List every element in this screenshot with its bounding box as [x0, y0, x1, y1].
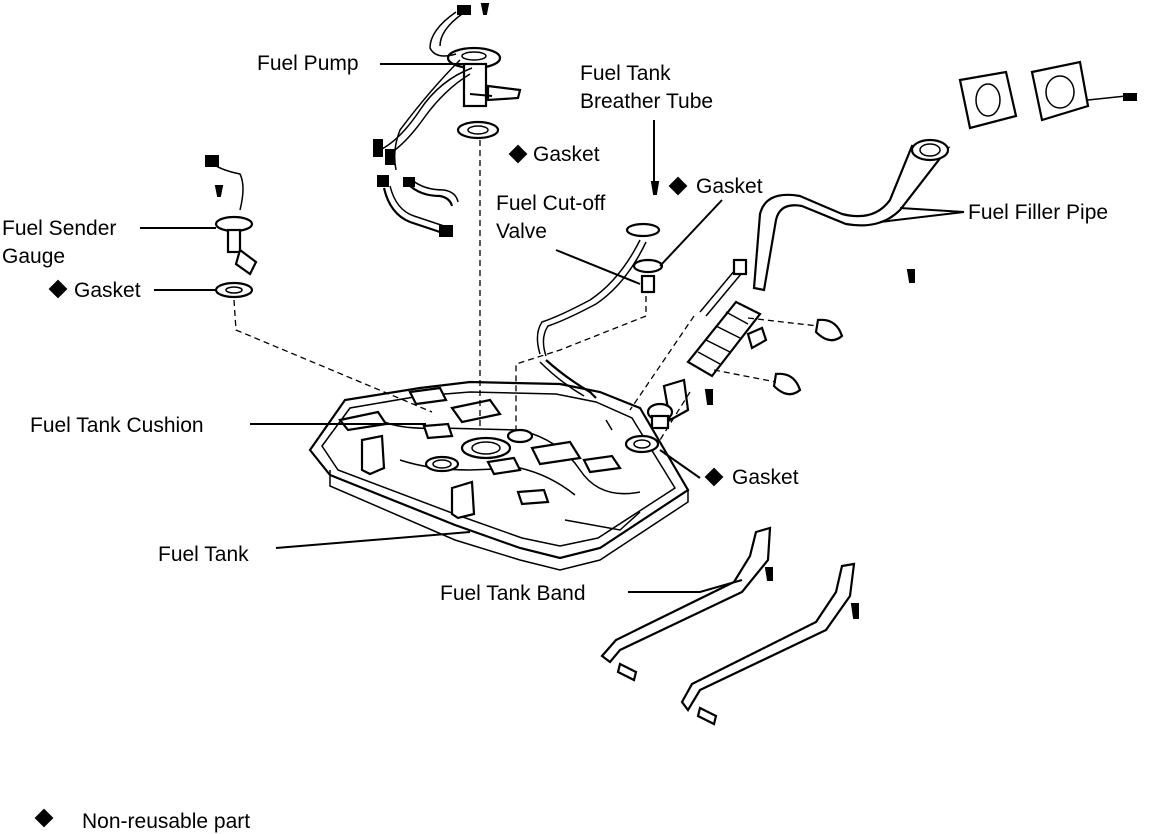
- fuel-cutoff-valve-part: [625, 181, 664, 294]
- diamond-icon: [668, 176, 688, 196]
- diamond-icon: [48, 279, 68, 299]
- label-gasket-filler: Gasket: [732, 466, 799, 489]
- diamond-icon: [508, 144, 528, 164]
- label-fuel-tank-breather-tube-1: Fuel Tank: [580, 62, 671, 85]
- filler-housing-part: [958, 60, 1137, 130]
- filler-bellows-part: [686, 300, 768, 378]
- fuel-tank-part: [308, 380, 690, 571]
- alignment-guides: [233, 140, 819, 441]
- label-fuel-cutoff-valve-2: Valve: [496, 220, 547, 243]
- diamond-icon: [704, 467, 724, 487]
- label-gasket-pump: Gasket: [533, 143, 600, 166]
- label-fuel-tank-band: Fuel Tank Band: [440, 582, 586, 605]
- label-gasket-sender: Gasket: [74, 279, 141, 302]
- label-fuel-sender-gauge-1: Fuel Sender: [2, 217, 116, 240]
- fuel-sender-gauge-part: [205, 155, 258, 276]
- label-fuel-tank-cushion: Fuel Tank Cushion: [30, 414, 204, 437]
- fuel-filler-pipe-part: [699, 138, 951, 317]
- diamond-icon: [34, 808, 54, 828]
- label-gasket-valve: Gasket: [696, 175, 763, 198]
- label-fuel-cutoff-valve-1: Fuel Cut-off: [496, 192, 605, 215]
- screw-icon: [480, 3, 490, 15]
- legend: Non-reusable part: [34, 808, 250, 833]
- filler-gasket-part: [624, 434, 660, 454]
- pump-gasket-part: [456, 120, 500, 140]
- hose-clamp-part: [772, 318, 844, 396]
- fuel-pump-part: [373, 5, 522, 171]
- fuel-tank-band-part: [600, 526, 859, 726]
- label-fuel-pump: Fuel Pump: [257, 52, 359, 75]
- label-fuel-tank: Fuel Tank: [158, 543, 249, 566]
- leader-lines: [140, 63, 965, 593]
- sender-gasket-part: [214, 281, 254, 299]
- label-fuel-tank-breather-tube-2: Breather Tube: [580, 90, 713, 113]
- pump-hose-part: [377, 175, 459, 237]
- label-fuel-sender-gauge-2: Gauge: [2, 245, 65, 268]
- label-fuel-filler-pipe: Fuel Filler Pipe: [968, 201, 1108, 224]
- legend-text: Non-reusable part: [82, 810, 250, 833]
- fuel-tank-breather-tube-part: [536, 239, 647, 399]
- filler-neck-part: [646, 378, 713, 430]
